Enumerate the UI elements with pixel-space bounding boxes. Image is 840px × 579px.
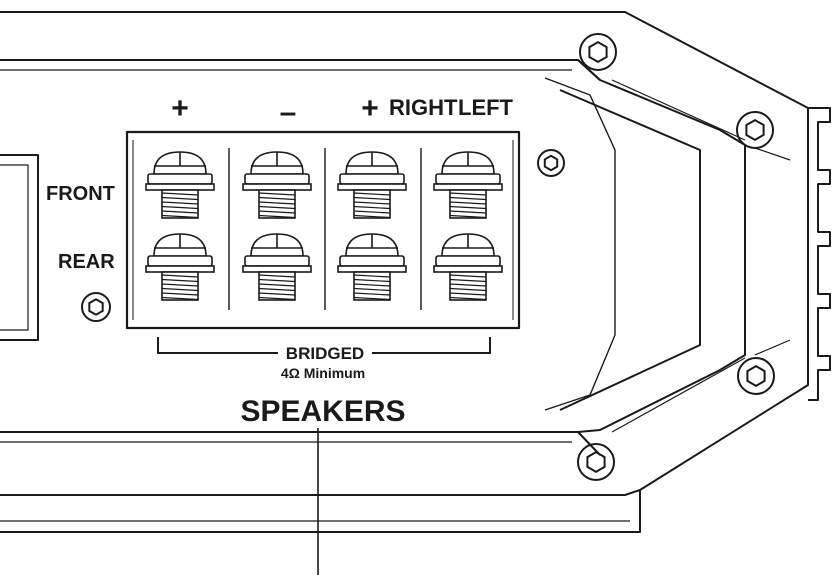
speaker-terminal-screw [337, 151, 407, 219]
minimum-impedance-label: 4Ω Minimum [281, 365, 365, 381]
channel-left-label: LEFT [458, 95, 514, 120]
polarity-plus-label-1: + [171, 92, 189, 125]
hex-screw-icon [736, 111, 774, 149]
hex-screw-icon [579, 33, 617, 71]
speaker-terminal-screw [145, 233, 215, 301]
left-connector-housing [0, 154, 39, 341]
polarity-minus-label: – [280, 96, 297, 129]
bridged-label: BRIDGED [286, 344, 364, 363]
heatsink-fins [808, 107, 831, 401]
speaker-terminal-screw [433, 233, 503, 301]
flange-inner [559, 89, 701, 411]
hex-screw-icon [81, 292, 111, 322]
hex-screw-icon [737, 357, 775, 395]
row-front-label: FRONT [46, 183, 115, 205]
chassis-top-edge [0, 11, 809, 109]
bridged-bracket-right [372, 337, 491, 354]
bridged-bracket-left [157, 337, 278, 354]
polarity-plus-label-2: + [361, 92, 379, 125]
speaker-terminal-screw [242, 233, 312, 301]
speaker-terminal-screw [433, 151, 503, 219]
row-rear-label: REAR [58, 251, 115, 273]
terminal-block-outline [125, 130, 521, 330]
speakers-label: SPEAKERS [240, 395, 405, 428]
panel-bottom [0, 431, 601, 456]
speaker-terminal-screw [242, 151, 312, 219]
flange-right-ridges [754, 147, 791, 356]
flange-ridges [611, 79, 746, 433]
flange-bevel [544, 77, 616, 411]
hex-screw-icon [577, 443, 615, 481]
chassis-outer-edge [0, 108, 809, 496]
left-connector-inner [0, 164, 29, 331]
channel-right-label: RIGHT [389, 95, 458, 120]
hex-screw-icon [537, 149, 565, 177]
speaker-terminal-screw [337, 233, 407, 301]
chassis-lower-step [0, 490, 641, 533]
speaker-terminal-screw [145, 151, 215, 219]
flange-outer [577, 59, 746, 433]
